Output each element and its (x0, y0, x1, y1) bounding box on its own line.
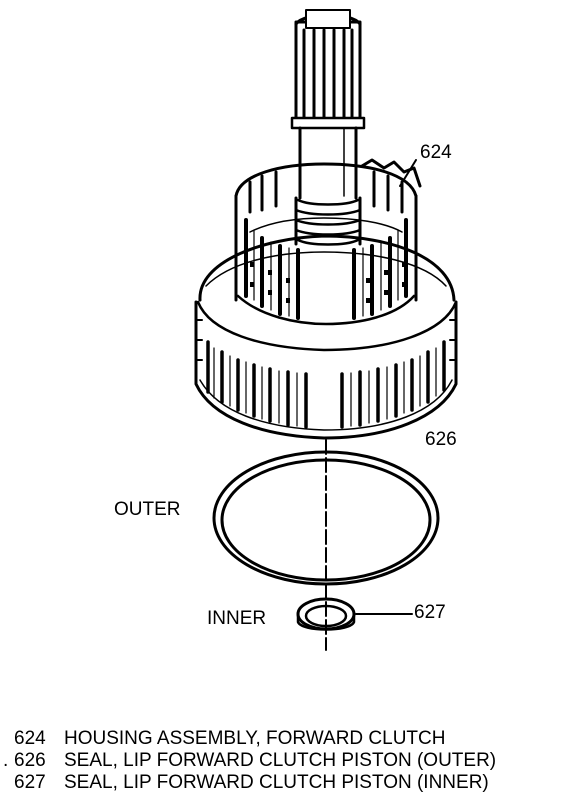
legend-number: 626 (14, 750, 46, 771)
gear-ring (194, 234, 458, 440)
legend-number: 627 (14, 772, 46, 793)
outer-lip-seal (212, 450, 440, 586)
callout-624: 624 (420, 142, 452, 163)
clutch-housing-diagram (194, 9, 458, 651)
legend-description: SEAL, LIP FORWARD CLUTCH PISTON (INNER) (64, 772, 489, 793)
callout-inner-label: INNER (207, 608, 267, 629)
legend-description: HOUSING ASSEMBLY, FORWARD CLUTCH (64, 728, 446, 749)
callout-626: 626 (425, 429, 457, 450)
callout-outer-label: OUTER (114, 499, 181, 520)
leader-line-624 (399, 159, 417, 187)
legend-description: SEAL, LIP FORWARD CLUTCH PISTON (OUTER) (64, 750, 497, 771)
inner-lip-seal (296, 597, 356, 631)
legend-prefix: . (3, 750, 9, 771)
callout-627: 627 (414, 602, 446, 623)
input-shaft (290, 9, 366, 246)
clutch-drum (234, 158, 422, 326)
legend-number: 624 (14, 728, 46, 749)
